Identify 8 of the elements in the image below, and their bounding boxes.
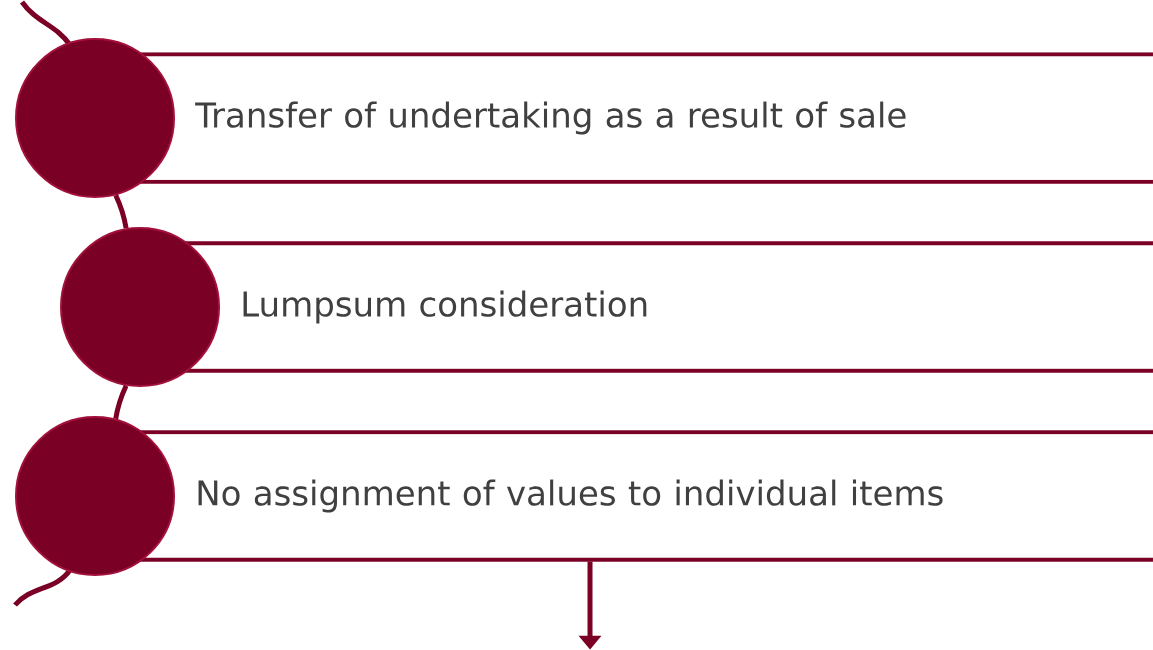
curve-line: [113, 384, 129, 420]
circle: [60, 227, 220, 387]
circle: [15, 38, 175, 198]
band: Lumpsum consideration: [185, 241, 1153, 373]
circle: [15, 416, 175, 576]
curve-line: [113, 194, 129, 229]
band: Transfer of undertaking as a result of sale: [140, 52, 1153, 184]
band: No assignment of values to individual items: [140, 430, 1153, 562]
